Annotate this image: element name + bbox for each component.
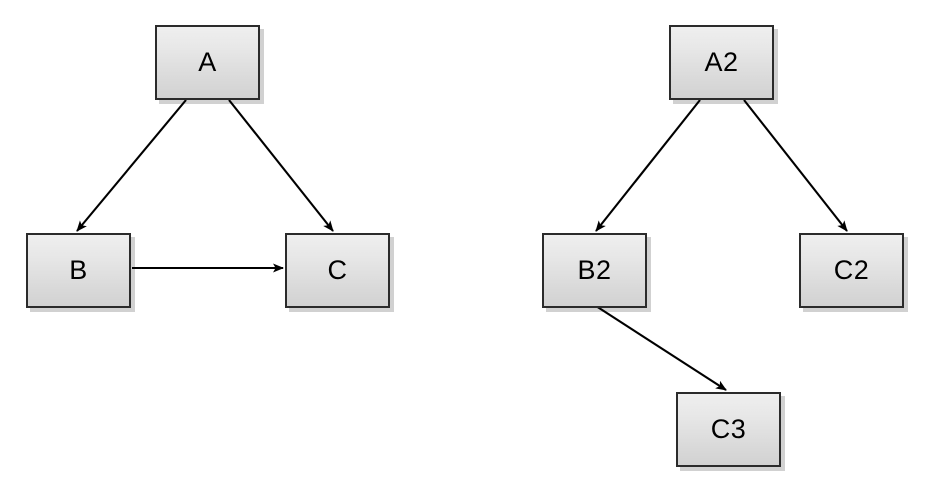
node-b2[interactable]: B2 — [542, 233, 647, 308]
edges — [76, 99, 848, 391]
node-label: A2 — [704, 47, 739, 77]
edge-a-c[interactable] — [228, 99, 334, 232]
edge-a2-b2[interactable] — [595, 99, 701, 232]
edge-a2-c2[interactable] — [743, 99, 848, 232]
node-label: A — [198, 47, 217, 77]
node-c[interactable]: C — [285, 233, 390, 308]
node-label: C — [327, 255, 348, 285]
node-a[interactable]: A — [155, 25, 260, 100]
node-c3[interactable]: C3 — [676, 392, 781, 467]
node-label: B — [69, 255, 88, 285]
node-label: C3 — [710, 414, 747, 444]
node-label: B2 — [577, 255, 612, 285]
node-a2[interactable]: A2 — [669, 25, 774, 100]
edge-a-b[interactable] — [76, 99, 187, 232]
node-b[interactable]: B — [26, 233, 131, 308]
edge-b2-c3[interactable] — [595, 305, 727, 391]
node-c2[interactable]: C2 — [799, 233, 904, 308]
node-label: C2 — [833, 255, 870, 285]
